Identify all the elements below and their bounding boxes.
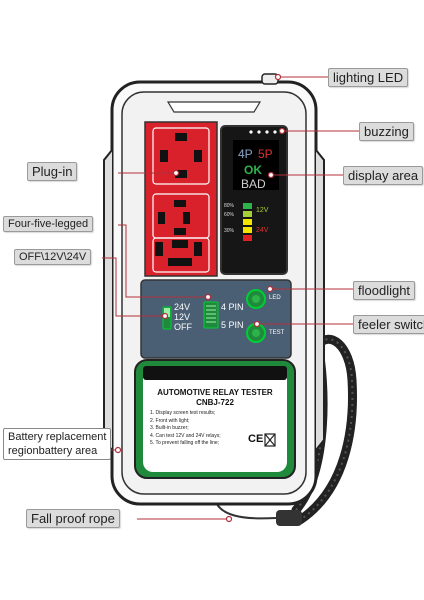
switch-off-label: OFF <box>174 322 192 332</box>
display-5p-label: 5P <box>258 147 273 161</box>
product-model: CNBJ-722 <box>196 398 234 407</box>
display-80-label: 80% <box>224 203 235 209</box>
callout-four-five-legged: Four-five-legged <box>3 216 94 232</box>
callout-plug-in: Plug-in <box>27 162 78 181</box>
display-24v-label: 24V <box>256 227 269 234</box>
display-ok-label: OK <box>244 163 262 177</box>
display-bad-label: BAD <box>241 177 266 191</box>
feature-item: 3. Built-in buzzer; <box>150 425 189 431</box>
callout-display-area: display area <box>343 166 424 185</box>
feature-item: 1. Display screen test results; <box>150 410 216 416</box>
recycle-icon <box>264 433 276 447</box>
callout-fall-proof-rope: Fall proof rope <box>26 509 120 528</box>
strap-clip <box>276 510 302 526</box>
display-12v-label: 12V <box>256 207 269 214</box>
callout-battery-area: Battery replacement regionbattery area <box>3 428 112 460</box>
product-title: AUTOMOTIVE RELAY TESTER <box>157 388 273 397</box>
display-60-label: 60% <box>224 212 235 218</box>
ce-mark: CE <box>248 433 264 445</box>
feature-item: 5. To prevent falling off the line; <box>150 440 220 446</box>
switch-4pin-label: 4 PIN <box>221 302 244 312</box>
callout-lighting-led: lighting LED <box>328 68 409 87</box>
switch-24v-label: 24V <box>174 302 191 312</box>
display-30-label: 30% <box>224 228 235 234</box>
callout-buzzing: buzzing <box>359 122 414 141</box>
callout-voltage-switch: OFF\12V\24V <box>14 249 92 265</box>
feature-item: 4. Can test 12V and 24V relays; <box>150 432 221 439</box>
callout-floodlight: floodlight <box>353 281 416 300</box>
display-4p-label: 4P <box>238 147 253 161</box>
test-label: TEST <box>269 330 285 336</box>
battery-bars <box>243 203 252 241</box>
callout-battery-line1: Battery replacement <box>8 431 107 443</box>
callout-battery-line2: regionbattery area <box>8 445 98 457</box>
feature-item: 2. Front with light; <box>150 417 190 424</box>
feature-list: 1. Display screen test results; 2. Front… <box>150 410 221 448</box>
led-label: LED <box>269 295 281 301</box>
switch-5pin-label: 5 PIN <box>221 320 244 330</box>
switch-12v-label: 12V <box>174 312 191 322</box>
callout-feeler-switch: feeler switch <box>353 315 424 334</box>
